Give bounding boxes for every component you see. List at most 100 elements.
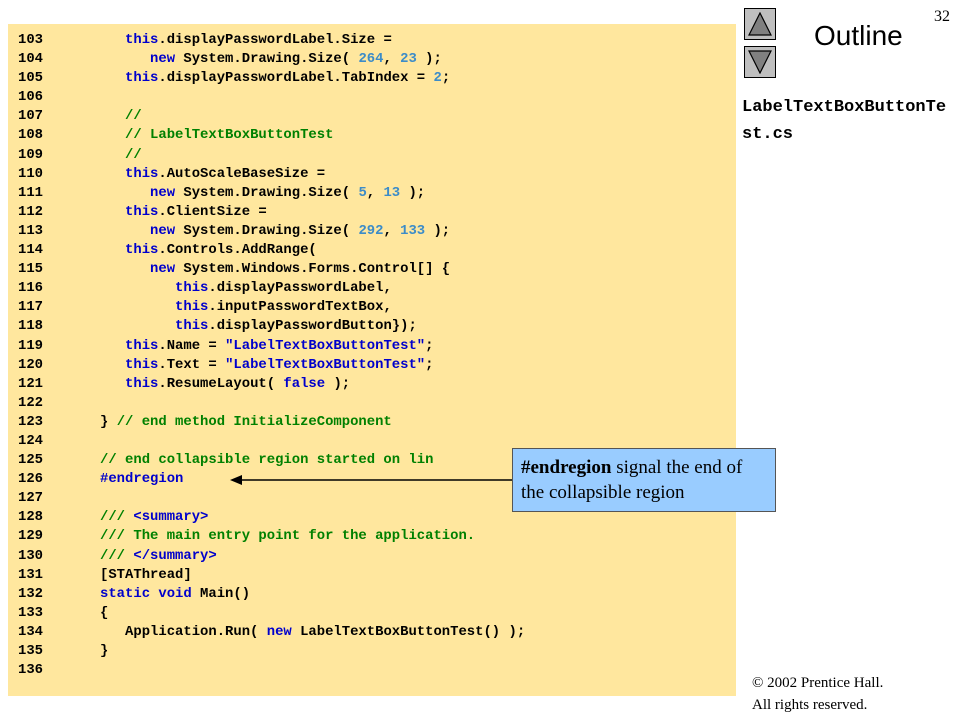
outline-title: Outline: [814, 20, 903, 51]
line-number: 118: [18, 318, 44, 335]
code-token: .ResumeLayout(: [158, 375, 284, 392]
line-number: 117: [18, 299, 44, 316]
code-line: 112 this.ClientSize =: [18, 203, 525, 222]
code-token: .displayPasswordLabel.Size =: [158, 32, 392, 48]
code-token: .displayPasswordLabel,: [208, 280, 392, 297]
code-token: [STAThread]: [50, 566, 192, 583]
code-token: [50, 299, 175, 315]
code-token: 264: [358, 51, 384, 68]
line-number: 121: [18, 375, 44, 392]
code-line: 127: [18, 489, 525, 508]
code-token: this: [125, 356, 159, 373]
code-line: 129 /// The main entry point for the app…: [18, 527, 525, 546]
code-token: <summary>: [133, 509, 209, 526]
code-token: 2: [433, 70, 442, 87]
line-number: 131: [18, 566, 44, 583]
line-number: 103: [18, 32, 44, 48]
code-line: 114 this.Controls.AddRange(: [18, 241, 525, 260]
line-number: 107: [18, 108, 44, 125]
code-token: new: [150, 51, 176, 68]
code-line: 126 #endregion: [18, 470, 525, 489]
copyright: © 2002 Prentice Hall. All rights reserve…: [752, 672, 883, 716]
code-line: 108 // LabelTextBoxButtonTest: [18, 126, 525, 145]
code-token: [50, 166, 125, 182]
code-token: this: [125, 242, 159, 259]
line-number: 126: [18, 471, 44, 488]
code-token: //: [125, 146, 142, 163]
line-number: 127: [18, 490, 44, 507]
line-number: 111: [18, 184, 44, 201]
code-token: System.Drawing.Size(: [175, 222, 359, 239]
code-token: Application.Run(: [50, 623, 267, 640]
line-number: 129: [18, 528, 44, 545]
line-number: 113: [18, 222, 44, 239]
callout-keyword: #endregion: [521, 457, 612, 478]
code-line: 115 new System.Windows.Forms.Control[] {: [18, 260, 525, 279]
code-token: );: [416, 51, 442, 68]
code-token: 23: [400, 51, 417, 68]
line-number: 110: [18, 165, 44, 182]
code-token: .Controls.AddRange(: [158, 242, 317, 259]
callout-arrow: [230, 475, 512, 485]
code-token: [50, 108, 125, 124]
code-token: 133: [400, 222, 426, 239]
line-number: 136: [18, 662, 44, 679]
code-token: </summary>: [133, 547, 217, 564]
line-number: 124: [18, 432, 44, 449]
code-token: this: [175, 280, 209, 297]
slide-number: 32: [934, 8, 950, 25]
line-number: 119: [18, 337, 44, 354]
code-token: .Name =: [158, 337, 226, 354]
line-number: 135: [18, 643, 44, 659]
code-token: [50, 357, 125, 373]
code-token: // LabelTextBoxButtonTest: [125, 127, 334, 144]
line-number: 108: [18, 127, 44, 144]
code-line: 103 this.displayPasswordLabel.Size =: [18, 31, 525, 50]
code-token: // end method InitializeComponent: [116, 413, 392, 430]
code-line: 135 }: [18, 642, 525, 661]
code-token: [50, 261, 150, 277]
outline-down-button[interactable]: [744, 46, 776, 78]
code-token: ,: [383, 222, 401, 239]
code-token: );: [325, 375, 351, 392]
filename-label: LabelTextBoxButtonTest.cs: [742, 98, 947, 144]
line-number: 125: [18, 452, 44, 469]
line-number: 114: [18, 242, 44, 259]
code-token: 5: [358, 184, 367, 201]
code-token: static: [100, 585, 151, 602]
code-token: false: [283, 375, 326, 392]
code-token: }: [50, 643, 109, 659]
code-token: this: [125, 203, 159, 220]
code-token: [50, 586, 100, 602]
code-line: 120 this.Text = "LabelTextBoxButtonTest"…: [18, 356, 525, 375]
code-token: // end collapsible region started on lin: [100, 452, 434, 469]
line-number: 109: [18, 146, 44, 163]
code-line: 134 Application.Run( new LabelTextBoxBut…: [18, 623, 525, 642]
code-line: 105 this.displayPasswordLabel.TabIndex =…: [18, 69, 525, 88]
line-number: 128: [18, 509, 44, 526]
code-token: //: [125, 108, 142, 125]
code-token: this: [125, 337, 159, 354]
callout-text: signal the end of the collapsible region: [521, 457, 743, 503]
code-line: 106: [18, 88, 525, 107]
code-line: 107 //: [18, 107, 525, 126]
code-line: 119 this.Name = "LabelTextBoxButtonTest"…: [18, 337, 525, 356]
code-token: .displayPasswordButton});: [208, 318, 417, 335]
code-line: 123 } // end method InitializeComponent: [18, 413, 525, 432]
code-token: "LabelTextBoxButtonTest": [225, 337, 426, 354]
code-line: 136: [18, 661, 525, 680]
code-token: #endregion: [100, 471, 184, 488]
code-token: [50, 318, 175, 334]
code-line: 109 //: [18, 146, 525, 165]
outline-up-button[interactable]: [744, 8, 776, 40]
code-token: ///: [100, 547, 134, 564]
code-token: new: [150, 222, 176, 239]
code-token: this: [125, 165, 159, 182]
code-token: [50, 471, 100, 487]
code-token: "LabelTextBoxButtonTest": [225, 356, 426, 373]
code-token: this: [125, 70, 159, 87]
code-token: [50, 185, 150, 201]
code-token: 13: [383, 184, 401, 201]
code-line: 104 new System.Drawing.Size( 264, 23 );: [18, 50, 525, 69]
code-line: 116 this.displayPasswordLabel,: [18, 279, 525, 298]
